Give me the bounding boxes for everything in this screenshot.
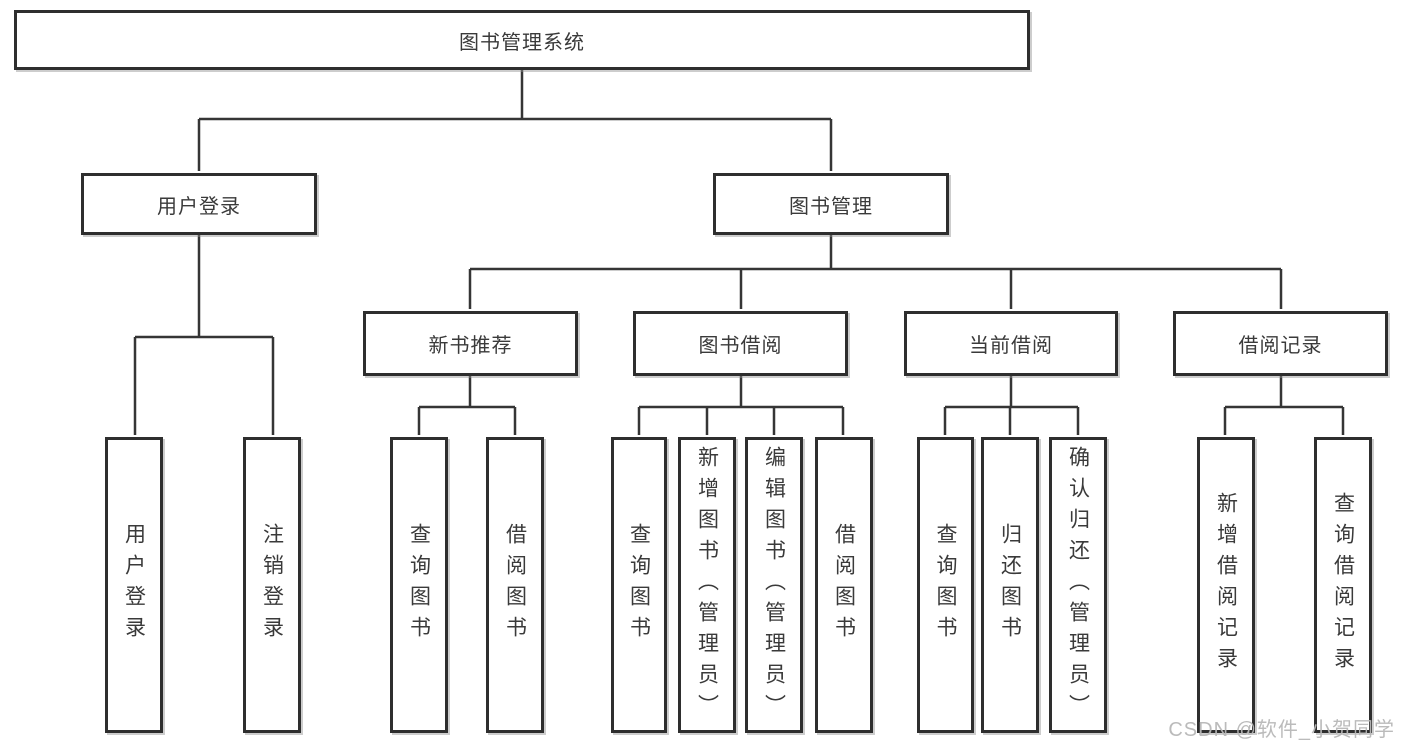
leaf-records-query-record-label: 查询借阅记录 bbox=[1331, 492, 1355, 678]
leaf-recommend-query-books-label: 查询图书 bbox=[407, 523, 431, 647]
leaf-borrowing-add-books-admin: 新增图书（管理员） bbox=[678, 437, 736, 733]
leaf-records-add-record: 新增借阅记录 bbox=[1197, 437, 1255, 733]
node-book-management: 图书管理 bbox=[713, 173, 949, 235]
leaf-borrowing-add-books-admin-label: 新增图书（管理员） bbox=[695, 445, 719, 725]
leaf-current-query-books: 查询图书 bbox=[917, 437, 974, 733]
node-book-management-label: 图书管理 bbox=[789, 195, 873, 218]
leaf-borrowing-edit-books-admin: 编辑图书（管理员） bbox=[745, 437, 803, 733]
node-root-system: 图书管理系统 bbox=[14, 10, 1030, 70]
node-new-book-recommend: 新书推荐 bbox=[363, 311, 578, 376]
watermark: CSDN @软件_小贺同学 bbox=[1168, 719, 1395, 741]
leaf-user-login: 用户登录 bbox=[105, 437, 163, 733]
node-book-borrowing-label: 图书借阅 bbox=[698, 335, 783, 357]
leaf-current-return-books: 归还图书 bbox=[981, 437, 1039, 733]
node-current-borrowing-label: 当前借阅 bbox=[969, 335, 1053, 357]
leaf-recommend-borrow-books: 借阅图书 bbox=[486, 437, 544, 733]
leaf-recommend-query-books: 查询图书 bbox=[390, 437, 448, 733]
leaf-current-confirm-return-admin: 确认归还（管理员） bbox=[1049, 437, 1107, 733]
node-root-system-label: 图书管理系统 bbox=[459, 31, 585, 54]
leaf-logout: 注销登录 bbox=[243, 437, 301, 733]
leaf-borrowing-query-books-label: 查询图书 bbox=[627, 523, 651, 647]
leaf-current-query-books-label: 查询图书 bbox=[934, 523, 957, 647]
leaf-current-return-books-label: 归还图书 bbox=[998, 523, 1022, 647]
leaf-borrowing-edit-books-admin-label: 编辑图书（管理员） bbox=[762, 445, 786, 725]
node-current-borrowing: 当前借阅 bbox=[904, 311, 1118, 376]
leaf-borrowing-query-books: 查询图书 bbox=[611, 437, 667, 733]
node-user-login-label: 用户登录 bbox=[157, 195, 241, 218]
leaf-records-query-record: 查询借阅记录 bbox=[1314, 437, 1372, 733]
leaf-current-confirm-return-admin-label: 确认归还（管理员） bbox=[1066, 445, 1090, 725]
node-borrowing-records: 借阅记录 bbox=[1173, 311, 1388, 376]
leaf-borrowing-borrow-books: 借阅图书 bbox=[815, 437, 873, 733]
leaf-recommend-borrow-books-label: 借阅图书 bbox=[503, 523, 527, 647]
leaf-borrowing-borrow-books-label: 借阅图书 bbox=[832, 523, 856, 647]
leaf-user-login-label: 用户登录 bbox=[122, 523, 146, 647]
leaf-logout-label: 注销登录 bbox=[260, 523, 284, 647]
node-new-book-recommend-label: 新书推荐 bbox=[428, 335, 513, 357]
node-user-login: 用户登录 bbox=[81, 173, 317, 235]
leaf-records-add-record-label: 新增借阅记录 bbox=[1214, 492, 1238, 678]
node-book-borrowing: 图书借阅 bbox=[633, 311, 848, 376]
node-borrowing-records-label: 借阅记录 bbox=[1238, 335, 1323, 357]
